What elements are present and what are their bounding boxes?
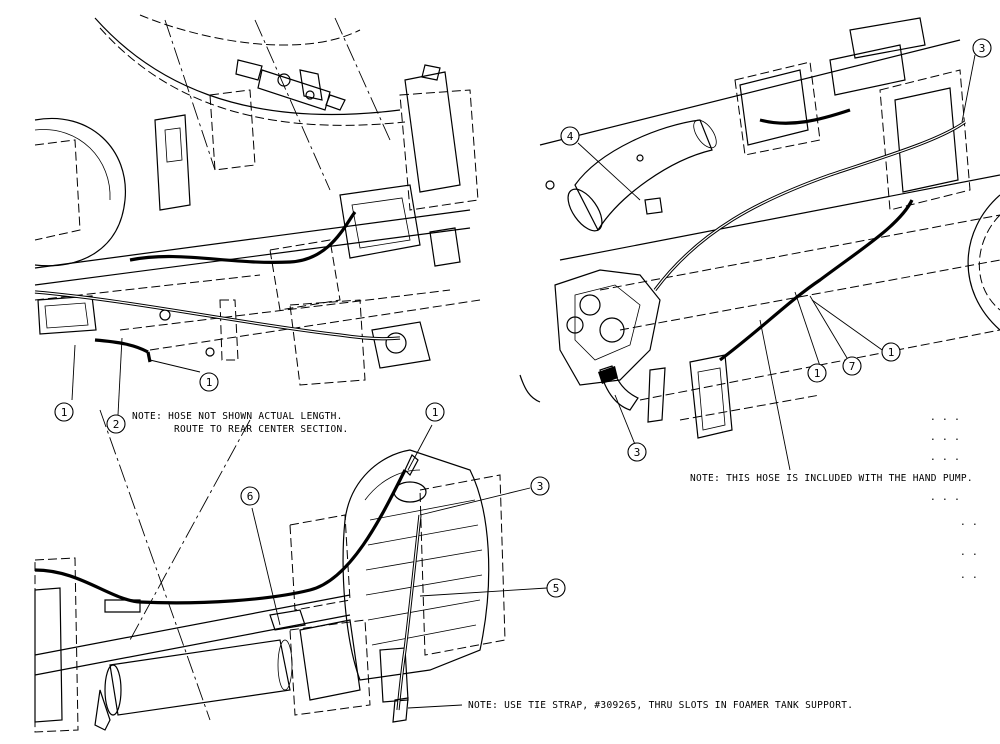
upper-left-view (34, 14, 481, 416)
svg-text:. .: . . (960, 547, 978, 558)
balloon-ur-3-top: 3 (972, 38, 992, 58)
svg-text:6: 6 (247, 490, 254, 503)
balloon-lo-6: 6 (240, 486, 260, 506)
svg-text:1: 1 (432, 406, 439, 419)
svg-text:7: 7 (849, 360, 856, 373)
balloon-ur-1a: 1 (807, 363, 827, 383)
balloon-ul-1b: 1 (54, 402, 74, 422)
note-hose-length-line1: NOTE: HOSE NOT SHOWN ACTUAL LENGTH. (132, 411, 343, 422)
dot-marks: . . . . . . . . . . . . . . . . . . (930, 412, 978, 581)
svg-text:4: 4 (567, 130, 574, 143)
balloon-ul-2: 2 (106, 414, 126, 434)
svg-text:. . .: . . . (930, 432, 960, 443)
svg-text:. . .: . . . (930, 452, 960, 463)
balloon-ur-1b: 1 (881, 342, 901, 362)
lower-view (34, 409, 548, 733)
note-tie-strap: NOTE: USE TIE STRAP, #309265, THRU SLOTS… (468, 700, 853, 711)
svg-text:1: 1 (61, 406, 68, 419)
balloon-lo-1: 1 (425, 402, 445, 422)
note-hand-pump: NOTE: THIS HOSE IS INCLUDED WITH THE HAN… (690, 473, 973, 484)
balloon-ur-7: 7 (842, 356, 862, 376)
svg-text:. .: . . (960, 517, 978, 528)
note-hose-length-line2: ROUTE TO REAR CENTER SECTION. (174, 424, 349, 435)
balloon-ul-1a: 1 (199, 372, 219, 392)
svg-text:2: 2 (113, 418, 120, 431)
svg-text:1: 1 (888, 346, 895, 359)
upper-right-view: . . . . . . . . . . . . . . . . . . (519, 17, 1000, 581)
svg-text:3: 3 (537, 480, 544, 493)
balloon-ur-3-bottom: 3 (627, 442, 647, 462)
svg-text:. . .: . . . (930, 412, 960, 423)
balloon-ur-4: 4 (560, 126, 580, 146)
svg-text:1: 1 (814, 367, 821, 380)
svg-text:. .: . . (960, 570, 978, 581)
svg-text:5: 5 (553, 582, 560, 595)
svg-text:3: 3 (634, 446, 641, 459)
balloon-lo-3: 3 (530, 476, 550, 496)
svg-text:1: 1 (206, 376, 213, 389)
balloon-lo-5: 5 (546, 578, 566, 598)
svg-text:. . .: . . . (930, 492, 960, 503)
svg-text:3: 3 (979, 42, 986, 55)
